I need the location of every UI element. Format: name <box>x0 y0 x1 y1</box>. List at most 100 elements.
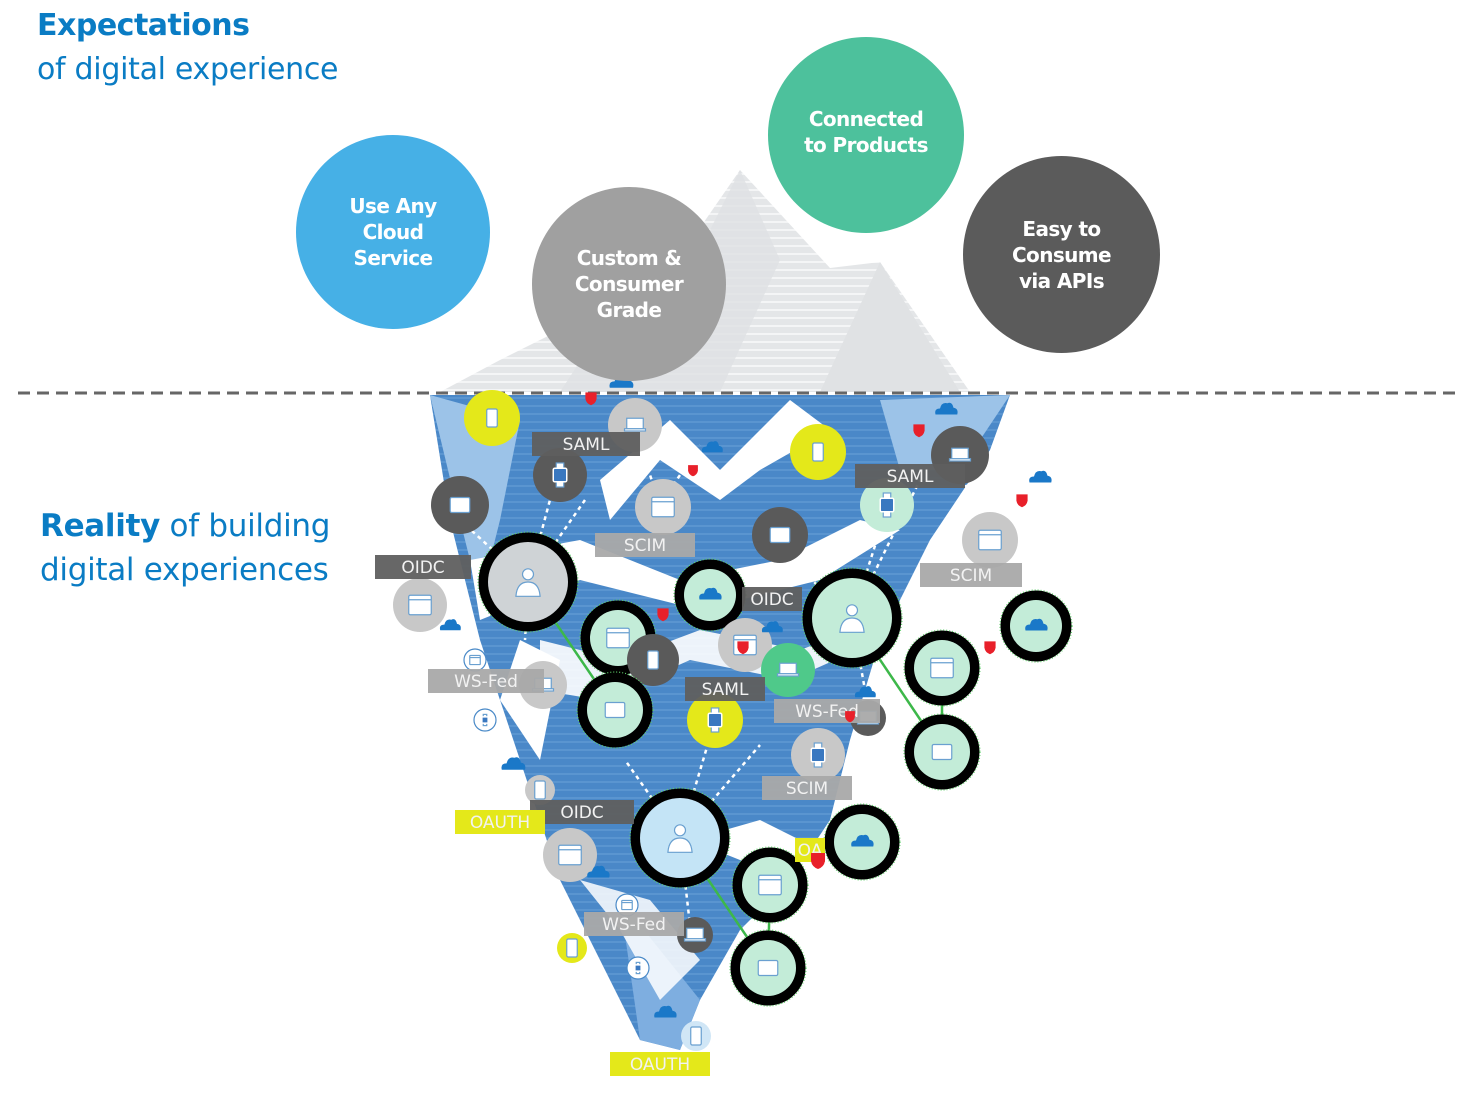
laptop-icon <box>948 447 972 462</box>
bubble-label-line: to Products <box>804 133 928 157</box>
shield-icon <box>688 465 698 477</box>
device-node <box>791 728 845 782</box>
protocol-label-scim: SCIM <box>595 533 695 557</box>
phone-icon <box>812 442 824 462</box>
protocol-label-oidc: OIDC <box>530 800 634 824</box>
browser-icon <box>606 627 630 649</box>
cloud-icon <box>654 1005 677 1018</box>
protocol-label-text: OAUTH <box>470 813 530 833</box>
laptop-icon <box>623 417 647 432</box>
protocol-labels-layer: SAML SCIM SAML SCIM OIDC OIDC WS-Fed SAML WS-Fed… <box>375 432 1022 1076</box>
shield-icon <box>811 853 825 869</box>
cloud-icon <box>851 834 874 847</box>
watch-icon <box>552 462 568 488</box>
phone-icon <box>566 938 578 958</box>
bubble-label-line: via APIs <box>1018 268 1105 293</box>
protocol-label-text: OIDC <box>750 590 793 610</box>
identity-node <box>629 787 731 889</box>
protocol-label-text: WS-Fed <box>602 915 666 935</box>
browser-icon <box>978 529 1002 551</box>
device-node <box>473 708 497 732</box>
app-node <box>962 512 1018 568</box>
cloud-icon <box>935 402 958 415</box>
protocol-label-text: OAUTH <box>630 1055 690 1075</box>
device-node <box>533 448 587 502</box>
cloud-node <box>999 589 1073 663</box>
protocol-label-saml: SAML <box>685 677 765 701</box>
expectations-subtitle: of digital experience <box>37 52 339 87</box>
protocol-label-ws-fed: WS-Fed <box>774 699 880 723</box>
phone-icon <box>486 408 498 428</box>
browser-icon <box>651 496 675 518</box>
protocol-label-oauth: OAUTH <box>455 810 545 834</box>
device-node <box>903 713 981 791</box>
bubble-label-line: Use Any <box>349 194 437 218</box>
protocol-label-text: SAML <box>702 680 749 700</box>
bubble-label-line: Connected <box>808 107 924 131</box>
browser-icon <box>469 654 481 666</box>
user-icon <box>839 604 865 633</box>
protocol-label-text: WS-Fed <box>454 672 518 692</box>
browser-icon <box>758 874 782 896</box>
protocol-label-scim: SCIM <box>762 776 852 800</box>
phone-icon <box>690 1026 702 1046</box>
protocol-label-text: OIDC <box>560 803 603 823</box>
device-node <box>729 929 807 1007</box>
device-node <box>525 775 555 805</box>
protocol-label-text: SCIM <box>786 779 828 799</box>
protocol-label-oidc: OIDC <box>375 555 471 579</box>
laptop-icon <box>776 662 800 677</box>
protocol-label-ws-fed: WS-Fed <box>584 912 684 936</box>
shield-icon <box>585 392 597 406</box>
watch-icon <box>879 492 895 518</box>
cloud-icon <box>701 441 723 453</box>
device-node <box>626 956 650 980</box>
app-node <box>463 648 487 672</box>
expectations-title: Expectations <box>37 8 250 43</box>
device-node <box>681 1021 711 1051</box>
bubble-label-line: Grade <box>596 298 662 322</box>
shield-icon <box>737 641 749 655</box>
protocol-label-oauth: OAUTH <box>610 1052 710 1076</box>
device-node <box>576 671 654 749</box>
reality-title: Reality of building <box>40 508 330 544</box>
shield-icon <box>657 608 669 622</box>
device-node <box>557 933 587 963</box>
protocol-label-text: SAML <box>563 435 610 455</box>
protocol-label-text: SAML <box>887 467 934 487</box>
device-node <box>677 917 713 953</box>
tablet-icon <box>757 959 779 977</box>
bubble-label-line: Consumer <box>574 272 684 296</box>
watch-icon <box>634 961 642 975</box>
reality-title-rest: of building <box>160 508 331 544</box>
protocol-label-scim: SCIM <box>920 563 1022 587</box>
user-icon <box>667 824 693 853</box>
app-node <box>731 846 809 924</box>
cloud-icon <box>1025 618 1048 631</box>
device-node <box>761 643 815 697</box>
device-node <box>687 692 743 748</box>
protocol-label-text: OIDC <box>401 558 444 578</box>
nodes-layer <box>393 390 1073 1051</box>
watch-icon <box>810 742 826 768</box>
bubble-label-line: Custom & <box>576 246 682 270</box>
cloud-icon <box>587 865 610 878</box>
protocol-label-saml: SAML <box>855 464 965 488</box>
tablet-icon <box>769 526 791 544</box>
watch-icon <box>481 713 489 727</box>
reality-subtitle: digital experiences <box>40 552 329 588</box>
tablet-icon <box>449 496 471 514</box>
tablet-icon <box>931 743 953 761</box>
device-node <box>431 476 489 534</box>
bubble-label-line: Cloud <box>362 220 424 244</box>
cloud-icon <box>1029 470 1052 483</box>
identity-node <box>801 567 903 669</box>
shield-icon <box>1016 494 1028 508</box>
